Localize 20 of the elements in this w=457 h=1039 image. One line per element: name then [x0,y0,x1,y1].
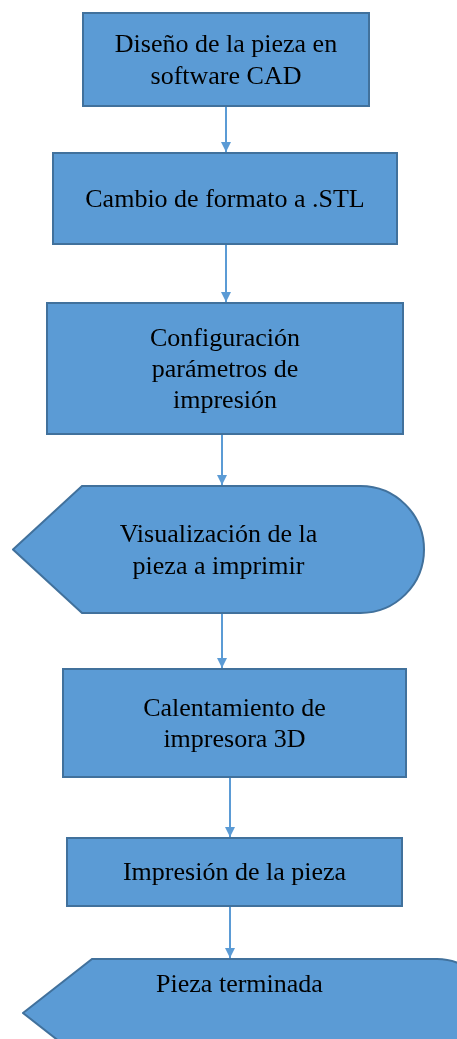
step-label: Pieza terminada [156,968,323,1000]
step-label: Visualización de la pieza a imprimir [118,518,319,581]
arrow [225,777,235,838]
step-label: Cambio de formato a .STL [85,182,365,215]
process-box [46,302,404,435]
arrow [221,244,231,303]
arrow [217,434,227,486]
arrow [217,613,227,669]
display-shape [22,958,457,1039]
arrow [225,906,235,959]
step-label: Configuración parámetros de impresión [148,321,302,416]
arrow [221,106,231,153]
process-box [66,837,403,907]
step-label: Calentamiento de impresora 3D [142,691,327,755]
process-box [52,152,398,245]
process-box [82,12,370,107]
display-shape [12,485,425,614]
process-box [62,668,407,778]
step-label: Diseño de la pieza en software CAD [113,28,339,91]
step-label: Impresión de la pieza [122,856,347,888]
